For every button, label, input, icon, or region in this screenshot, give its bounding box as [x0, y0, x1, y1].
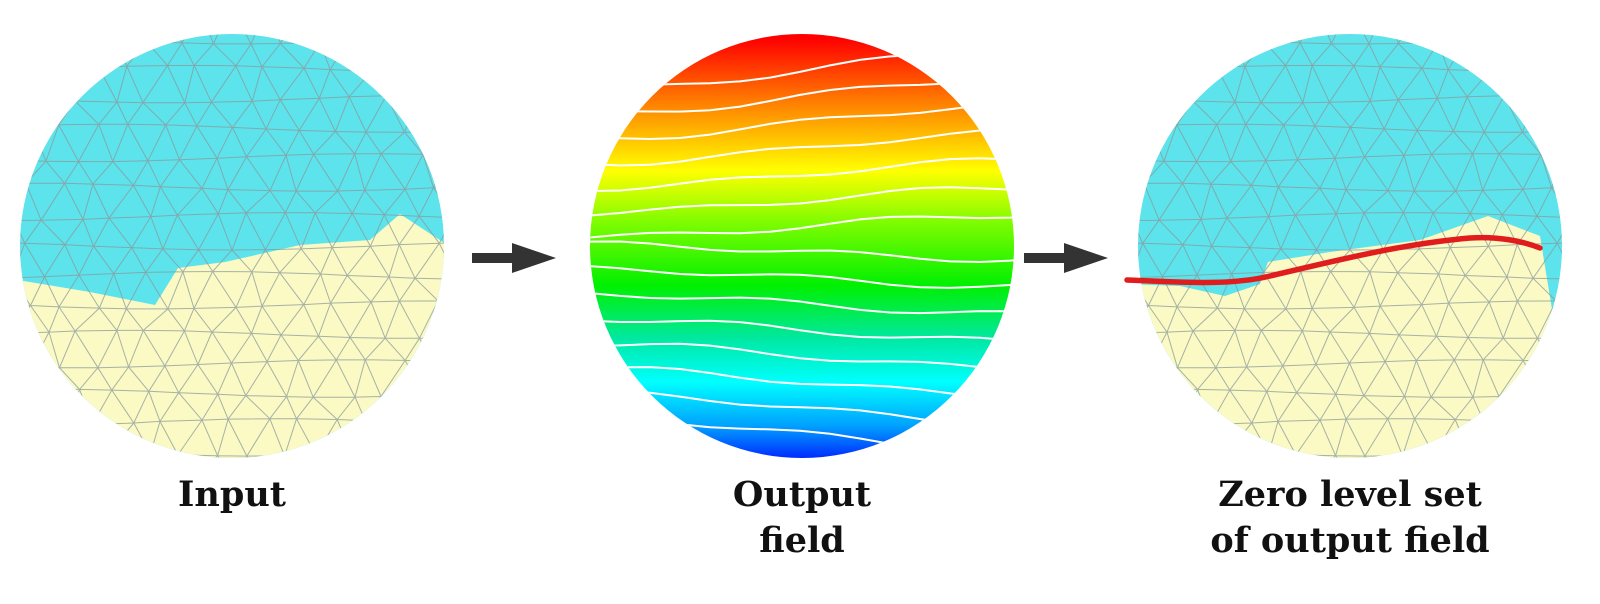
- zero-level-panel: [1124, 34, 1562, 458]
- contour-line: [590, 292, 1014, 315]
- contour-line: [590, 265, 1014, 289]
- contour-line: [590, 319, 1014, 344]
- contour-line: [590, 100, 1014, 141]
- right-arrow-icon: [472, 243, 556, 273]
- contour-line: [590, 214, 1014, 239]
- input-label: Input: [178, 474, 286, 515]
- contour-line: [590, 128, 1014, 167]
- contour-line: [590, 240, 1014, 264]
- output-field-panel: [590, 34, 1014, 458]
- input-panel: [20, 34, 444, 458]
- output-field-gradient: [590, 34, 1014, 458]
- zero-level-line: [1124, 234, 1543, 286]
- zero-level-set-label: Zero level set of output field: [1210, 474, 1490, 561]
- contour-line: [590, 186, 1014, 217]
- contour-line: [590, 157, 1014, 193]
- contour-line: [590, 342, 1014, 373]
- right-arrow-icon: [1024, 243, 1108, 273]
- output-field-label: Output field: [732, 474, 872, 561]
- input-region-bottom: [20, 214, 444, 458]
